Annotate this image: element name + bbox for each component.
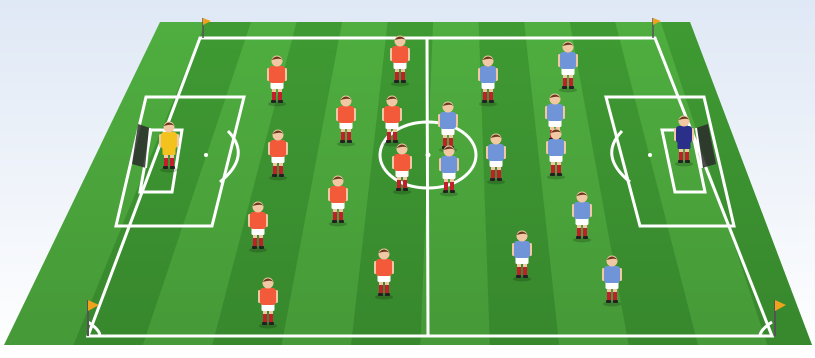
centre-spot <box>426 153 431 158</box>
penalty-spot-left <box>204 153 208 157</box>
penalty-spot-right <box>648 153 652 157</box>
